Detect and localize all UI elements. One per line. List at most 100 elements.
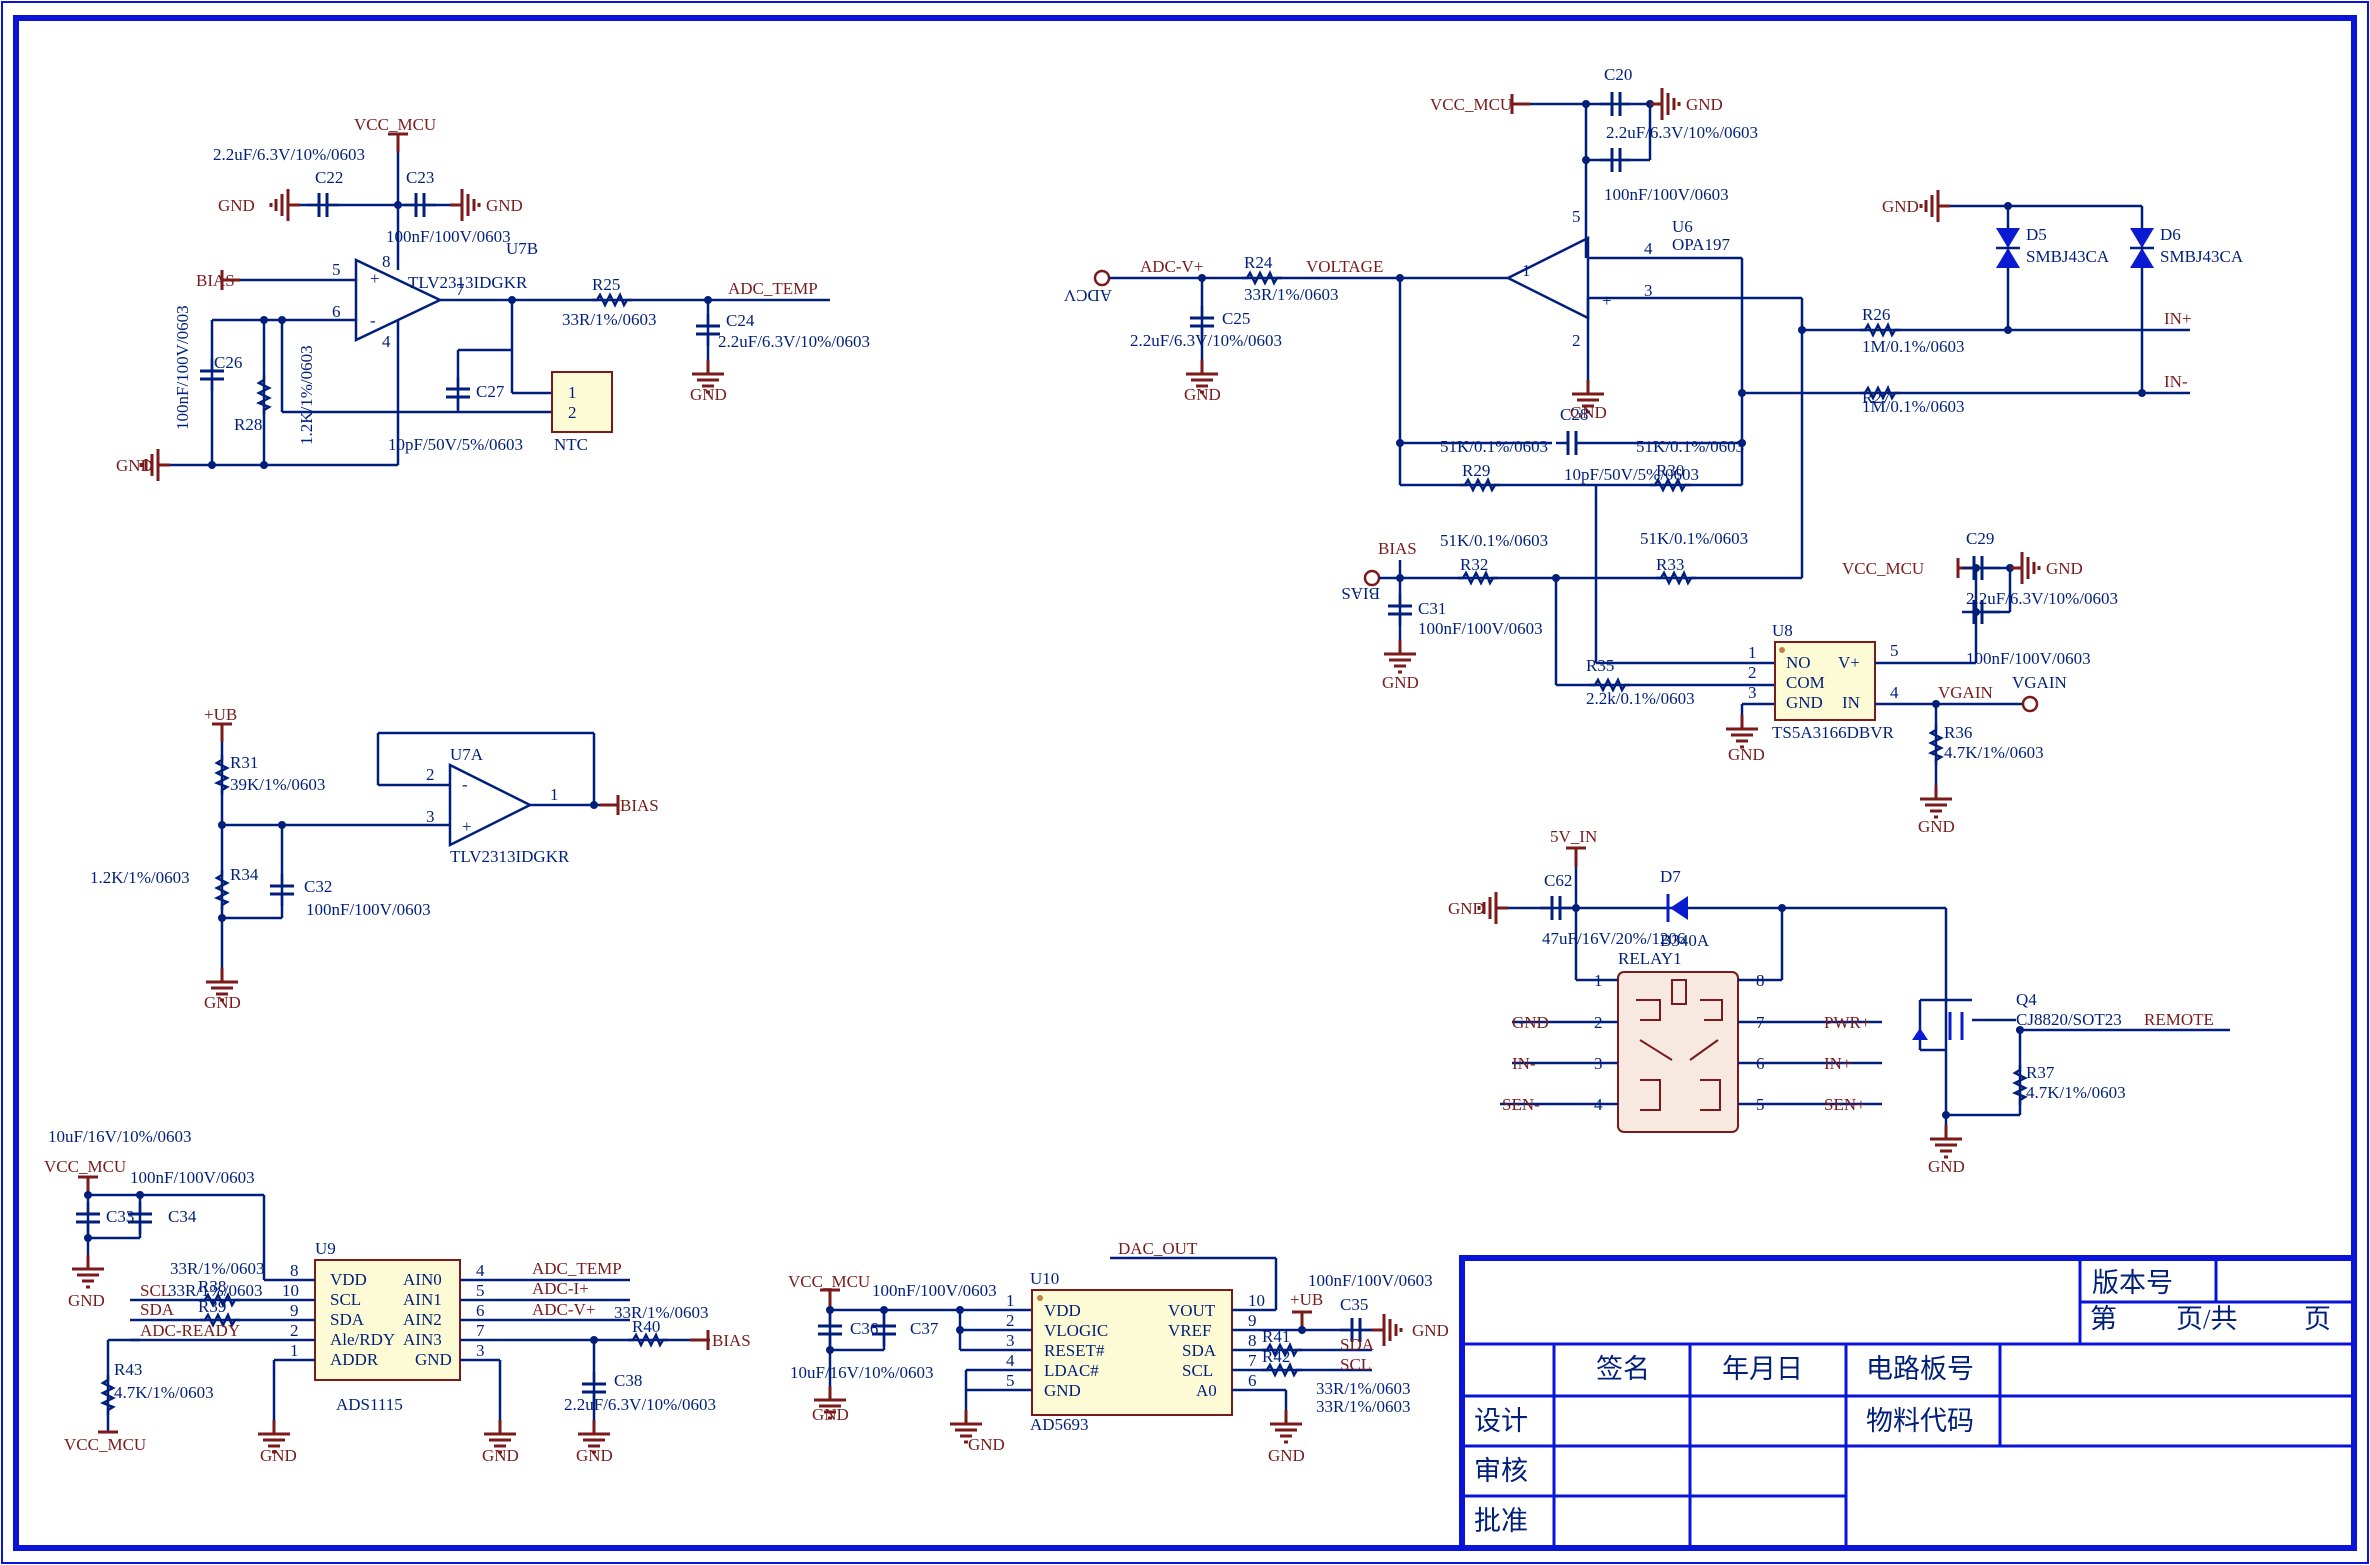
title-approve: 批准 — [1474, 1506, 1528, 1536]
pin-name: SDA — [330, 1310, 365, 1329]
pin-num: 5 — [476, 1281, 485, 1300]
title-design: 设计 — [1474, 1406, 1528, 1436]
title-page-suffix: 页 — [2304, 1304, 2331, 1334]
component-value: 1.2K/1%/0603 — [90, 868, 190, 887]
net-label: VCC_MCU — [44, 1157, 126, 1176]
pin-num: 9 — [290, 1301, 299, 1320]
component-ref: R42 — [1262, 1347, 1290, 1366]
pin-num: 7 — [1248, 1351, 1257, 1370]
block-temp-amp: VCC_MCU 2.2uF/6.3V/10%/0603 C22 C23 100n… — [116, 115, 870, 483]
component-value: 51K/0.1%/0603 — [1636, 437, 1744, 456]
opamp-u6 — [1505, 235, 1590, 321]
net-label: IN- — [1512, 1054, 1536, 1073]
component-value: 10pF/50V/5%/0603 — [388, 435, 523, 454]
component-ref: R43 — [114, 1360, 142, 1379]
net-label: GND — [204, 993, 241, 1012]
ntc-thermistor — [551, 371, 613, 433]
component-value: 4.7K/1%/0603 — [2026, 1083, 2126, 1102]
component-ref: C29 — [1966, 529, 1994, 548]
opamp-minus: - — [1602, 247, 1608, 266]
net-label: PWR+ — [1824, 1013, 1870, 1032]
net-label: VCC_MCU — [1430, 95, 1512, 114]
component-value: 2.2k/0.1%/0603 — [1586, 689, 1695, 708]
net-label: GND — [1728, 745, 1765, 764]
pin-num: 6 — [476, 1301, 485, 1320]
component-ref: R27 — [1862, 388, 1891, 407]
title-board-no: 电路板号 — [1866, 1354, 1974, 1384]
net-label: SEN+ — [1824, 1095, 1866, 1114]
part-number: SMBJ43CA — [2160, 247, 2244, 266]
component-ref: C28 — [1560, 405, 1588, 424]
block-voltage-amp: VCC_MCU GND C20 2.2uF/6.3V/10%/0603 100n… — [1063, 65, 2244, 578]
component-ref: C24 — [726, 311, 755, 330]
net-label: IN+ — [2164, 309, 2192, 328]
u9-right-pins: AIN0 AIN1 AIN2 AIN3 GND 4 5 6 7 3 — [403, 1261, 710, 1454]
pin-num: 3 — [1594, 1054, 1603, 1073]
component-ref: C20 — [1604, 65, 1632, 84]
component-value: 100nF/100V/0603 — [1966, 649, 2091, 668]
component-ref: R35 — [1586, 656, 1614, 675]
pin-num: 5 — [1006, 1371, 1015, 1390]
net-label: GND — [2046, 559, 2083, 578]
net-label: GND — [218, 196, 255, 215]
pin-num: 1 — [568, 383, 577, 402]
opamp-u7a — [448, 762, 533, 848]
title-block: 版本号 第 页/共 页 签名 年月日 电路板号 设计 物料代码 审核 批准 — [1459, 1255, 2357, 1551]
pin-num: 7 — [1756, 1013, 1765, 1032]
component-ref: C38 — [614, 1371, 642, 1390]
pin-num: 6 — [332, 302, 341, 321]
net-label: DAC_OUT — [1118, 1239, 1198, 1258]
component-value: 100nF/100V/0603 — [306, 900, 431, 919]
net-label: ADC-V+ — [532, 1300, 595, 1319]
block-dac: VCC_MCU C36 C37 100nF/100V/0603 10uF/16V… — [788, 1239, 1449, 1465]
net-label: GND — [1448, 899, 1485, 918]
net-label: GND — [968, 1435, 1005, 1454]
pin-num: 5 — [332, 260, 341, 279]
component-value: 100nF/100V/0603 — [130, 1168, 255, 1187]
component-value: 2.2uF/6.3V/10%/0603 — [213, 145, 365, 164]
net-label: IN+ — [1824, 1054, 1852, 1073]
pin-name: VREF — [1168, 1321, 1211, 1340]
pin-num: 2 — [1006, 1311, 1015, 1330]
title-version: 版本号 — [2092, 1268, 2173, 1298]
net-label: VGAIN — [1938, 683, 1993, 702]
component-value: 10uF/16V/10%/0603 — [790, 1363, 934, 1382]
net-label: GND — [1570, 403, 1607, 422]
net-label: ADC-READY — [140, 1321, 240, 1340]
net-label: GND — [482, 1446, 519, 1465]
component-ref: R28 — [234, 415, 262, 434]
pin-num: 4 — [1644, 239, 1653, 258]
pin-num: 8 — [1756, 971, 1765, 990]
pin-num: 5 — [1572, 207, 1581, 226]
component-value: 100nF/100V/0603 — [1418, 619, 1543, 638]
part-number: ADS1115 — [336, 1395, 403, 1414]
net-label: GND — [260, 1446, 297, 1465]
net-label: GND — [1412, 1321, 1449, 1340]
net-label: VCC_MCU — [788, 1272, 870, 1291]
pin-num: 4 — [1006, 1351, 1015, 1370]
pin-name: AIN2 — [403, 1310, 442, 1329]
component-value: 33R/1%/0603 — [1244, 285, 1338, 304]
pin-name: COM — [1786, 673, 1825, 692]
part-number: OPA197 — [1672, 235, 1730, 254]
net-label: GND — [1918, 817, 1955, 836]
component-ref: R32 — [1460, 555, 1488, 574]
component-value: 33R/1%/0603 — [168, 1281, 262, 1300]
component-value: 100nF/100V/0603 — [386, 227, 511, 246]
component-ref: C36 — [850, 1319, 878, 1338]
component-ref: C27 — [476, 382, 505, 401]
component-value: 100nF/100V/0603 — [1604, 185, 1729, 204]
pin-name: VDD — [330, 1270, 367, 1289]
part-ref: U8 — [1772, 621, 1793, 640]
pin-num: 2 — [1572, 331, 1581, 350]
pin-num: 2 — [426, 765, 435, 784]
port-label: ADCV — [1063, 286, 1112, 305]
opamp-plus: + — [462, 817, 472, 836]
part-number: B340A — [1660, 931, 1710, 950]
net-label: VCC_MCU — [1842, 559, 1924, 578]
net-label: GND — [486, 196, 523, 215]
component-value: 10uF/16V/10%/0603 — [48, 1127, 192, 1146]
part-number: NTC — [554, 435, 588, 454]
net-label: SDA — [1340, 1335, 1375, 1354]
